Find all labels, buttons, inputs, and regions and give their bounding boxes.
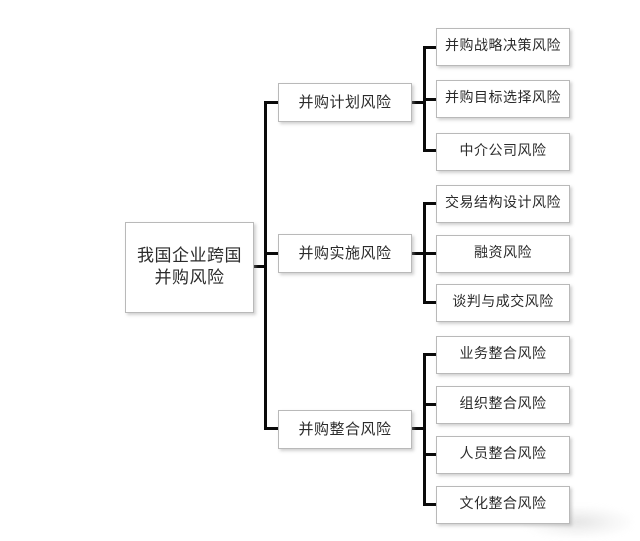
connector-branch1-arm-3 [423, 149, 437, 152]
connector-branch2-arm-1 [423, 202, 437, 205]
node-leaf-business-integration-risk[interactable]: 业务整合风险 [436, 336, 570, 374]
node-root[interactable]: 我国企业跨国 并购风险 [125, 222, 254, 313]
node-branch-acquisition-integration[interactable]: 并购整合风险 [278, 410, 412, 449]
node-leaf-financing-risk[interactable]: 融资风险 [436, 235, 570, 273]
node-leaf-organizational-integration-risk[interactable]: 组织整合风险 [436, 386, 570, 424]
node-leaf-transaction-structure-design-risk[interactable]: 交易结构设计风险 [436, 185, 570, 223]
connector-root-arm-2 [264, 252, 279, 255]
connector-root-arm-1 [264, 101, 279, 104]
connector-root-arm-3 [264, 427, 279, 430]
node-leaf-intermediary-company-risk[interactable]: 中介公司风险 [436, 133, 570, 171]
connector-branch3-stub [411, 427, 426, 430]
node-leaf-negotiation-closing-risk[interactable]: 谈判与成交风险 [436, 284, 570, 322]
node-branch-acquisition-planning[interactable]: 并购计划风险 [278, 83, 412, 122]
connector-branch3-arm-2 [423, 403, 437, 406]
connector-branch3-arm-1 [423, 353, 437, 356]
node-leaf-personnel-integration-risk[interactable]: 人员整合风险 [436, 436, 570, 474]
node-branch-acquisition-implementation[interactable]: 并购实施风险 [278, 234, 412, 273]
connector-root-stub [253, 265, 267, 268]
connector-branch2-stub [411, 252, 426, 255]
connector-branch3-arm-3 [423, 453, 437, 456]
node-leaf-cultural-integration-risk[interactable]: 文化整合风险 [436, 486, 570, 524]
connector-branch1-arm-1 [423, 46, 437, 49]
node-leaf-target-selection-risk[interactable]: 并购目标选择风险 [436, 80, 570, 118]
connector-branch3-bus [423, 353, 426, 504]
connector-branch2-arm-3 [423, 301, 437, 304]
connector-branch3-arm-4 [423, 503, 437, 506]
node-leaf-strategic-decision-risk[interactable]: 并购战略决策风险 [436, 28, 570, 66]
connector-root-trunk [264, 101, 267, 430]
connector-branch1-arm-2 [423, 98, 437, 101]
connector-branch2-arm-2 [423, 252, 437, 255]
connector-branch1-stub [411, 101, 426, 104]
